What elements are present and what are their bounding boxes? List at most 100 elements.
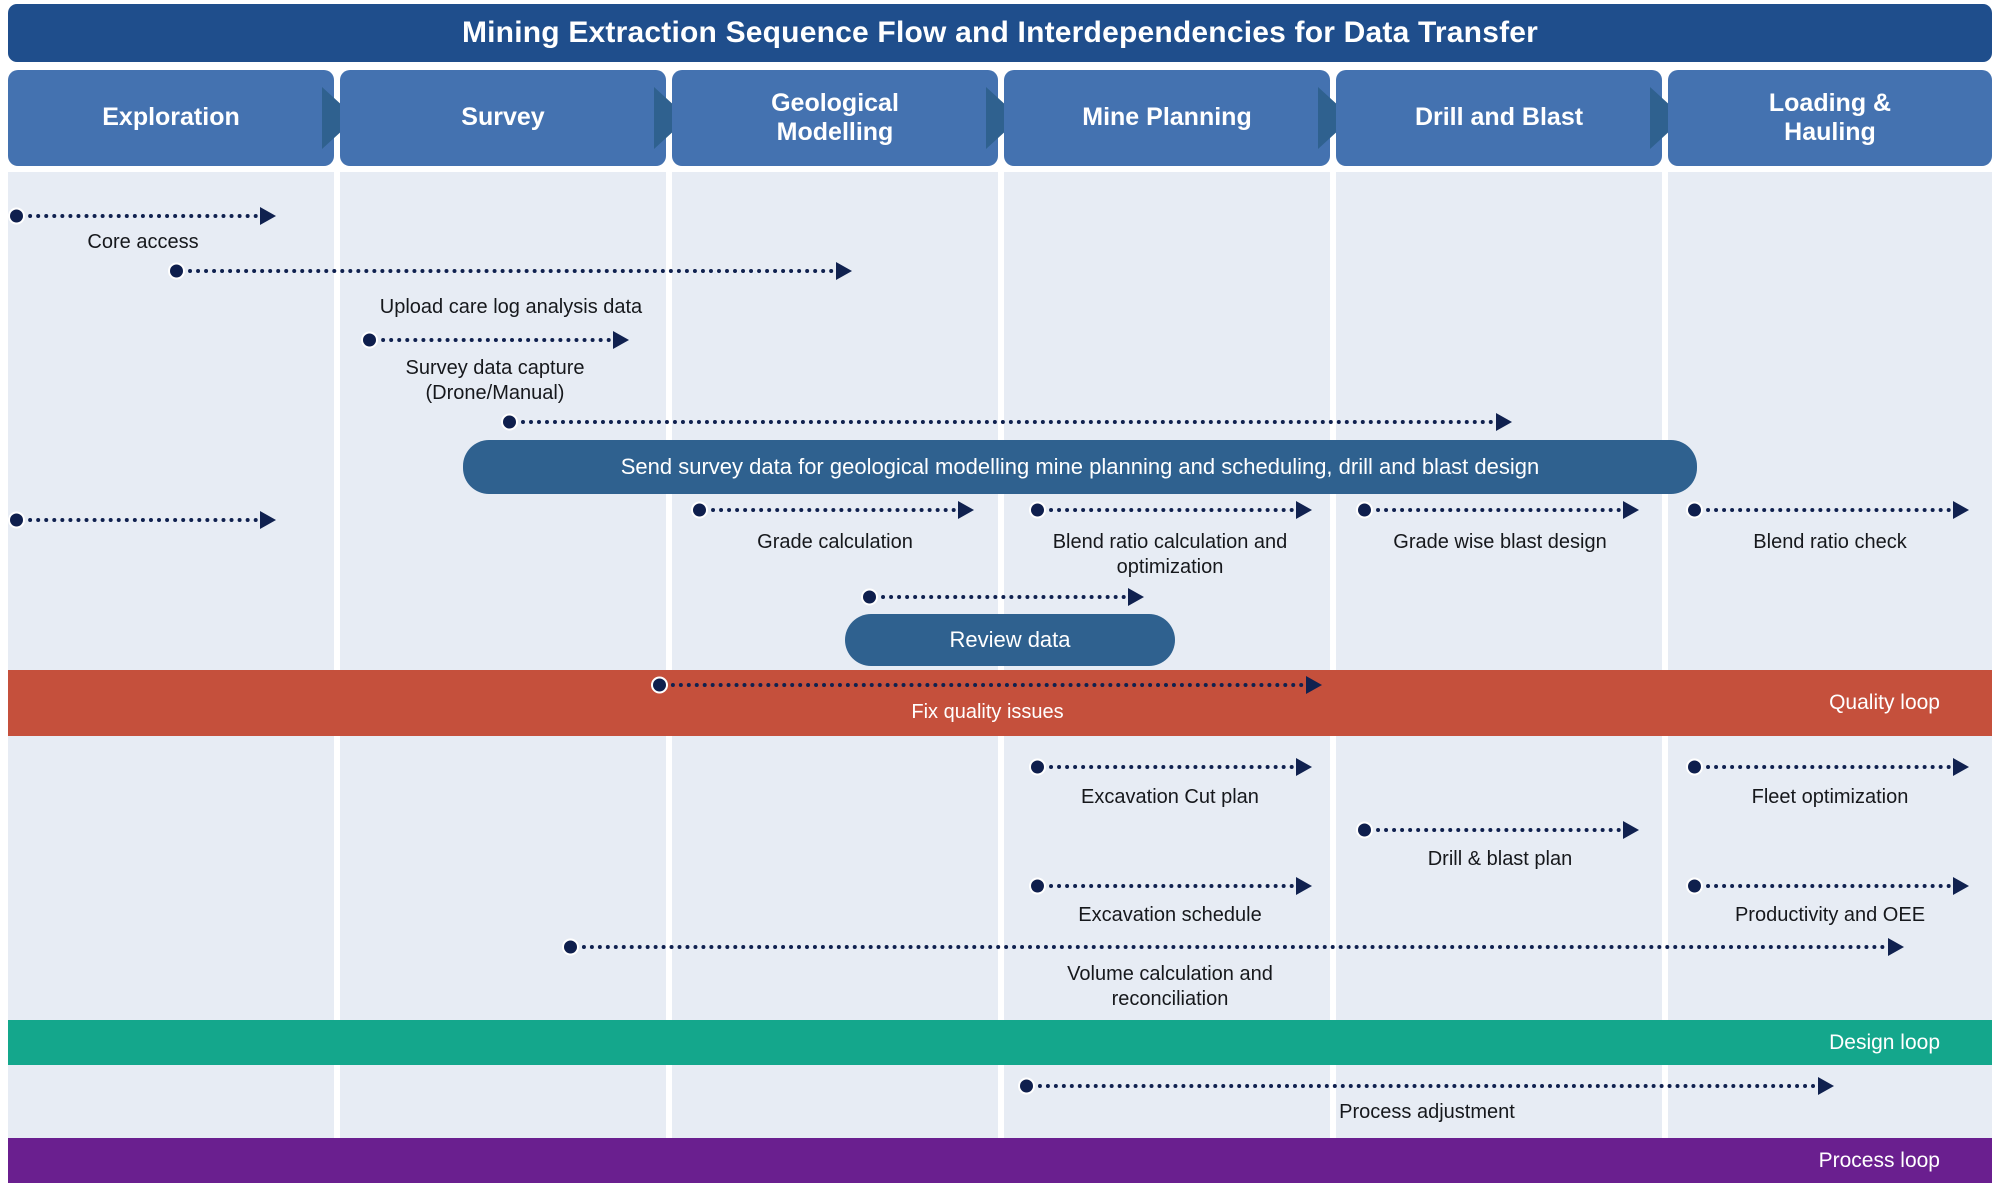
arrow-line [1360,828,1621,832]
stage-header-loading-and-hauling[interactable]: Loading & Hauling [1668,70,1992,166]
arrow-origin-dot [1686,501,1703,519]
arrow-head-icon [1888,938,1904,956]
arrow-origin-dot [8,207,25,225]
band-label-quality-loop: Quality loop [1829,691,1940,714]
message-label-blend-ratio-calculation: Blend ratio calculation and optimization [1052,531,1288,578]
arrow-origin-dot [361,331,378,349]
message-arrow-excavation-cut-plan[interactable] [1029,757,1312,777]
message-label-survey-data-capture: Survey data capture (Drone/Manual) [405,357,585,404]
arrow-head-icon [1953,758,1969,776]
message-label-fix-quality-issues: Fix quality issues [911,701,1064,723]
note-pill-review-data[interactable]: Review data [845,614,1175,666]
band-design-loop: Design loop [8,1020,1992,1065]
message-label-blend-ratio-check: Blend ratio check [1753,531,1907,553]
chevron-icon-5 [1650,70,1692,166]
band-label-design-loop: Design loop [1829,1030,1940,1054]
arrow-line [365,338,611,342]
message-label-process-adjustment: Process adjustment [1339,1101,1515,1123]
message-arrow-drill-blast-plan[interactable] [1356,820,1639,840]
arrow-line [655,683,1304,687]
message-arrow-fix-quality-issues[interactable] [651,675,1322,695]
arrow-head-icon [1128,588,1144,606]
message-arrow-survey-data-capture[interactable] [361,330,629,350]
arrow-origin-dot [8,511,25,529]
stage-label-mine-planning: Mine Planning [1082,103,1252,132]
arrow-origin-dot [1686,758,1703,776]
arrow-head-icon [260,511,276,529]
arrow-head-icon [1623,821,1639,839]
message-arrow-blend-ratio-check[interactable] [1686,500,1969,520]
note-pill-label: Send survey data for geological modellin… [620,454,1540,479]
arrow-line [865,595,1126,599]
arrow-head-icon [1306,676,1322,694]
arrow-origin-dot [1029,501,1046,519]
stage-header-mine-planning[interactable]: Mine Planning [1004,70,1330,166]
arrow-line [1690,884,1951,888]
message-label-drill-blast-plan: Drill & blast plan [1427,848,1573,870]
arrow-head-icon [1296,758,1312,776]
message-arrow-upload-care-log[interactable] [168,261,852,281]
band-quality-loop: Quality loop [8,670,1992,736]
message-arrow-process-adjustment[interactable] [1018,1076,1834,1096]
arrow-line [505,420,1494,424]
message-label-grade-wise-blast-design: Grade wise blast design [1393,531,1607,553]
arrow-origin-dot [1356,821,1373,839]
arrow-line [172,269,834,273]
stage-header-survey[interactable]: Survey [340,70,666,166]
arrow-head-icon [1953,501,1969,519]
message-label-excavation-cut-plan: Excavation Cut plan [1081,786,1259,808]
chevron-icon-3 [986,70,1028,166]
message-arrow-productivity-and-oee[interactable] [1686,876,1969,896]
arrow-head-icon [1496,413,1512,431]
arrow-head-icon [1296,877,1312,895]
stage-label-survey: Survey [461,103,545,132]
message-arrow-review-data-request[interactable] [861,587,1144,607]
arrow-origin-dot [1356,501,1373,519]
arrow-line [1360,508,1621,512]
message-label-grade-calculation: Grade calculation [757,531,913,553]
arrow-origin-dot [861,588,878,606]
arrow-line [1690,508,1951,512]
arrow-line [12,518,258,522]
stage-label-loading-and-hauling: Loading & Hauling [1768,88,1892,147]
message-arrow-excavation-schedule[interactable] [1029,876,1312,896]
stage-header-drill-and-blast[interactable]: Drill and Blast [1336,70,1662,166]
arrow-line [1033,884,1294,888]
message-label-productivity-and-oee: Productivity and OEE [1734,904,1926,926]
arrow-origin-dot [1029,758,1046,776]
message-arrow-grade-wise-blast-design[interactable] [1356,500,1639,520]
message-label-upload-care-log: Upload care log analysis data [379,296,643,318]
message-arrow-core-access[interactable] [8,206,276,226]
chevron-icon-1 [322,70,364,166]
arrow-origin-dot [651,676,668,694]
note-pill-label: Review data [949,627,1071,652]
arrow-line [566,945,1886,949]
arrow-head-icon [836,262,852,280]
arrow-origin-dot [168,262,185,280]
message-arrow-grade-calculation[interactable] [691,500,974,520]
message-arrow-survey-to-drill-blast[interactable] [501,412,1512,432]
arrow-line [1690,765,1951,769]
arrow-line [695,508,956,512]
arrow-line [1033,765,1294,769]
arrow-origin-dot [1029,877,1046,895]
message-arrow-exploration-row5[interactable] [8,510,276,530]
note-pill-send-survey-data[interactable]: Send survey data for geological modellin… [463,440,1697,494]
diagram-title-bar: Mining Extraction Sequence Flow and Inte… [8,4,1992,62]
message-arrow-blend-ratio-calculation[interactable] [1029,500,1312,520]
message-arrow-fleet-optimization[interactable] [1686,757,1969,777]
arrow-line [1022,1084,1816,1088]
page-title: Mining Extraction Sequence Flow and Inte… [461,16,1539,49]
message-arrow-volume-calculation[interactable] [562,937,1904,957]
message-label-excavation-schedule: Excavation schedule [1078,904,1262,926]
arrow-origin-dot [1018,1077,1035,1095]
message-label-volume-calculation: Volume calculation and reconciliation [1067,963,1273,1010]
arrow-head-icon [260,207,276,225]
arrow-origin-dot [501,413,518,431]
chevron-icon-4 [1318,70,1360,166]
stage-header-geological-modelling[interactable]: Geological Modelling [672,70,998,166]
arrow-origin-dot [562,938,579,956]
stage-header-exploration[interactable]: Exploration [8,70,334,166]
band-label-process-loop: Process loop [1818,1148,1940,1172]
